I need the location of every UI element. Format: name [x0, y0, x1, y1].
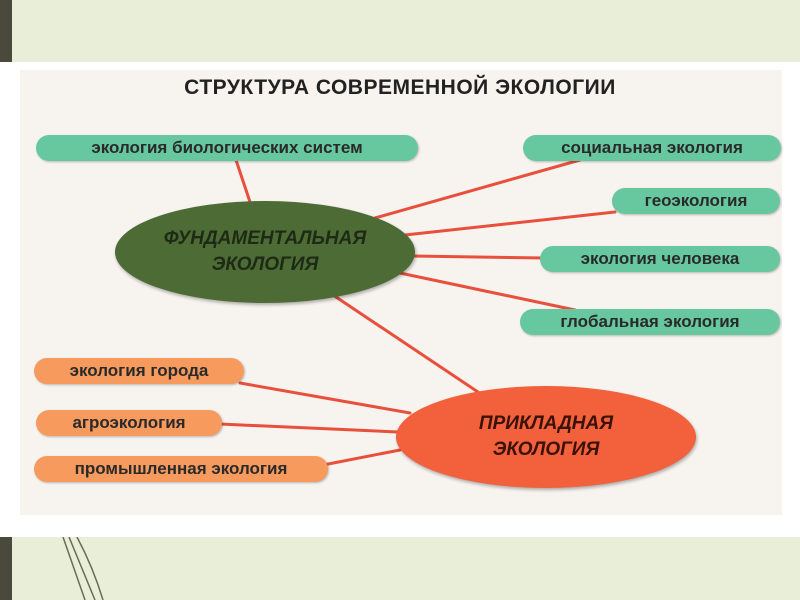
slide-left-accent-bottom — [0, 537, 12, 600]
ellipse-applied-ecology: ПРИКЛАДНАЯ ЭКОЛОГИЯ — [396, 386, 696, 488]
box-label: агроэкология — [72, 413, 186, 432]
ellipse-label-line1: ПРИКЛАДНАЯ — [478, 413, 614, 434]
box-global-ecology: глобальная экология — [520, 309, 780, 335]
grass-decoration-icon — [62, 537, 104, 600]
box-human-ecology: экология человека — [540, 246, 780, 272]
box-industrial-ecology: промышленная экология — [34, 456, 328, 482]
slide-header-bar — [0, 0, 800, 62]
box-label: промышленная экология — [74, 459, 288, 478]
diagram-title: СТРУКТУРА СОВРЕМЕННОЙ ЭКОЛОГИИ — [184, 76, 616, 99]
connector-agro — [218, 422, 400, 434]
slide-footer-bar — [0, 537, 800, 600]
box-label: геоэкология — [644, 191, 748, 210]
ellipse-fundamental-ecology: ФУНДАМЕНТАЛЬНАЯ ЭКОЛОГИЯ — [115, 201, 415, 303]
box-label: глобальная экология — [560, 312, 740, 331]
connector-human — [410, 254, 547, 260]
box-geoecology: геоэкология — [612, 188, 780, 214]
box-label: социальная экология — [561, 138, 743, 157]
ellipse-label-line2: ЭКОЛОГИЯ — [211, 254, 319, 275]
ellipse-label-line1: ФУНДАМЕНТАЛЬНАЯ — [163, 228, 367, 249]
box-label: экология биологических систем — [91, 138, 363, 157]
slide-left-accent-top — [0, 0, 12, 62]
ellipse-label-line2: ЭКОЛОГИЯ — [492, 439, 600, 460]
connector-social — [373, 158, 582, 220]
connector-city — [238, 381, 412, 415]
box-label: экология человека — [580, 249, 740, 268]
connector-biological — [234, 158, 252, 204]
box-label: экология города — [69, 361, 209, 380]
box-agroecology: агроэкология — [36, 410, 222, 436]
connector-geo — [403, 210, 617, 237]
connector-fundamental-applied — [328, 291, 480, 394]
connector-industrial — [316, 448, 402, 468]
box-biological-systems-ecology: экология биологических систем — [36, 135, 418, 161]
connector-global — [398, 271, 577, 312]
box-social-ecology: социальная экология — [523, 135, 781, 161]
box-city-ecology: экология города — [34, 358, 244, 384]
